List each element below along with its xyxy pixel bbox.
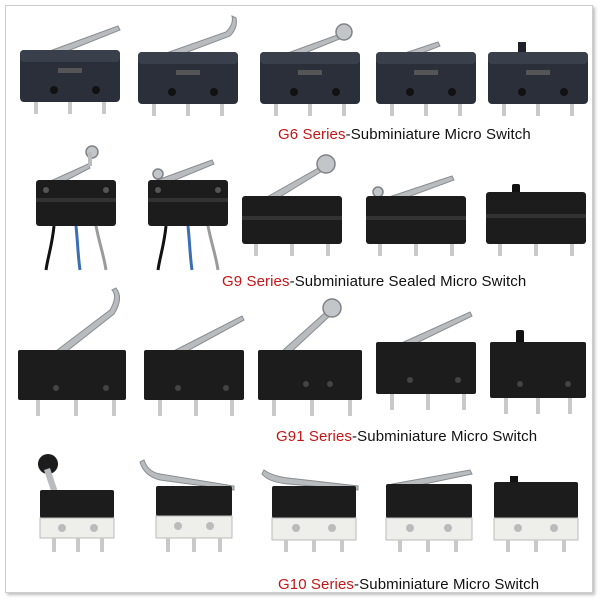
g6-switch-long-lever-image (20, 25, 121, 114)
series-description: -Subminiature Micro Switch (352, 428, 538, 445)
series-description: -Subminiature Micro Switch (354, 576, 540, 593)
g10-series-section: G10 Series-Subminiature Micro Switch (6, 446, 594, 593)
g10-switch-short-lever-image (385, 469, 473, 552)
series-name: G91 Series (276, 428, 353, 445)
series-name: G6 Series (278, 126, 346, 143)
g6-series-caption: G6 Series-Subminiature Micro Switch (278, 126, 531, 143)
series-description: -Subminiature Sealed Micro Switch (289, 273, 527, 290)
g10-switch-roller-lever-image (38, 454, 115, 552)
g9-switch-roller-lever-image (242, 154, 342, 256)
g6-switch-short-lever-image (376, 41, 476, 116)
series-description: -Subminiature Micro Switch (345, 126, 531, 143)
g9-series-caption: G9 Series-Subminiature Sealed Micro Swit… (222, 273, 526, 290)
g6-switch-roller-lever-image (260, 23, 360, 116)
g10-series-caption: G10 Series-Subminiature Micro Switch (278, 576, 539, 593)
g9-switch-plunger-image (486, 184, 586, 256)
g91-series-caption: G91 Series-Subminiature Micro Switch (276, 428, 537, 445)
g6-series-section: G6 Series-Subminiature Micro Switch (6, 6, 594, 151)
g91-switch-plunger-image (490, 330, 586, 414)
g91-switch-curved-lever-image (18, 287, 126, 416)
g6-switch-plunger-image (488, 42, 588, 116)
g91-switch-roller-lever-image (258, 298, 362, 416)
product-catalog-frame: G6 Series-Subminiature Micro Switch (5, 5, 593, 593)
g10-switch-curved-lever-image (139, 459, 235, 552)
g6-switch-curved-lever-image (138, 15, 238, 116)
g9-switch-lever-image (366, 175, 466, 256)
g10-switch-plunger-image (493, 476, 579, 552)
g9-series-section: G9 Series-Subminiature Sealed Micro Swit… (6, 145, 594, 296)
g9-switch-lever-wired-image (148, 159, 228, 271)
g9-switch-roller-wired-image (36, 145, 116, 271)
series-name: G10 Series (278, 576, 355, 593)
g91-switch-long-lever-image (144, 315, 245, 416)
g91-series-section: G91 Series-Subminiature Micro Switch (6, 287, 594, 448)
g91-switch-short-lever-image (376, 311, 476, 410)
series-name: G9 Series (222, 273, 290, 290)
g10-switch-lever-image (261, 469, 359, 552)
